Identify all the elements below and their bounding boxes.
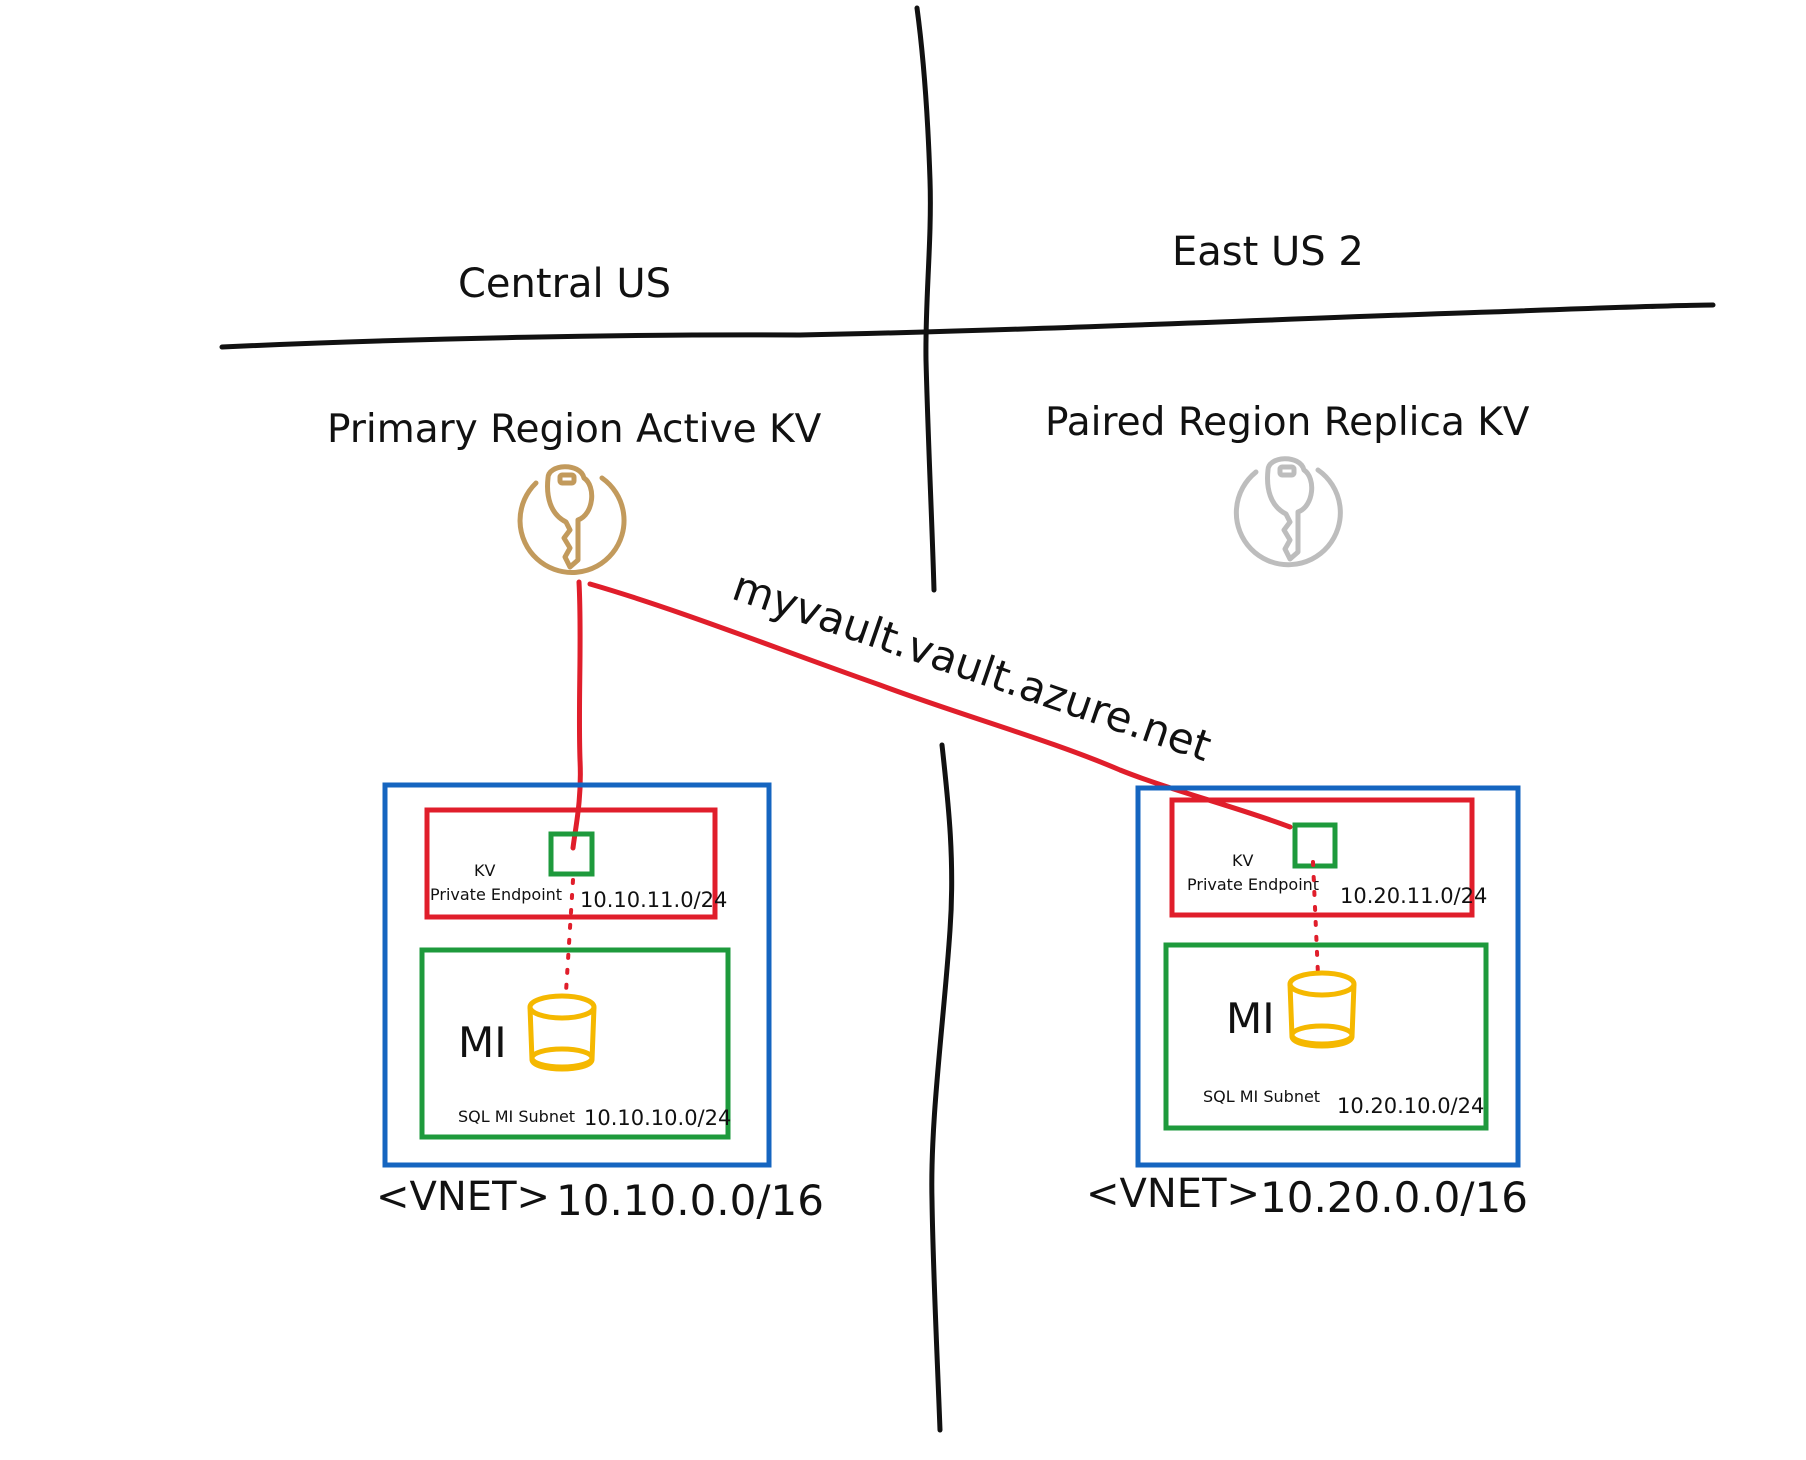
right-mi-subnet-box bbox=[1163, 942, 1489, 1131]
left-mi-subnet-label: SQL MI Subnet bbox=[458, 1107, 575, 1126]
right-pe-label-line1: KV bbox=[1232, 851, 1253, 870]
left-vnet-cidr: 10.10.0.0/16 bbox=[556, 1176, 824, 1225]
region-label-central-us: Central US bbox=[458, 261, 671, 307]
replica-key-vault-icon bbox=[1233, 456, 1343, 568]
primary-key-vault-icon bbox=[517, 464, 627, 575]
region-divider-vertical-top bbox=[914, 5, 937, 593]
left-dotted-link bbox=[564, 878, 575, 994]
region-label-east-us-2: East US 2 bbox=[1172, 229, 1364, 275]
right-mi-subnet-cidr: 10.20.10.0/24 bbox=[1337, 1094, 1484, 1118]
right-vnet-cidr: 10.20.0.0/16 bbox=[1260, 1173, 1528, 1222]
left-pe-label-line2: Private Endpoint bbox=[430, 885, 562, 904]
left-vnet: KV Private Endpoint 10.10.11.0/24 MI SQL… bbox=[382, 782, 772, 1168]
region-divider-horizontal bbox=[219, 302, 1716, 350]
dns-name-label: myvault.vault.azure.net bbox=[727, 561, 1218, 771]
left-mi-label: MI bbox=[458, 1018, 507, 1067]
right-mi-label: MI bbox=[1226, 994, 1275, 1043]
left-pe-subnet-box bbox=[424, 807, 718, 920]
left-vnet-label: <VNET> bbox=[376, 1174, 550, 1220]
left-mi-subnet-cidr: 10.10.10.0/24 bbox=[584, 1106, 731, 1130]
primary-kv-title: Primary Region Active KV bbox=[327, 407, 822, 452]
left-private-endpoint-icon bbox=[548, 831, 595, 877]
right-private-endpoint-icon bbox=[1292, 822, 1338, 869]
right-pe-subnet-cidr: 10.20.11.0/24 bbox=[1340, 884, 1487, 908]
left-vnet-box bbox=[382, 782, 772, 1168]
right-vnet-label: <VNET> bbox=[1086, 1171, 1260, 1217]
connection-line-left-endpoint bbox=[570, 579, 583, 851]
right-pe-label-line2: Private Endpoint bbox=[1187, 875, 1319, 894]
connection-line-right-endpoint bbox=[587, 581, 1293, 830]
right-mi-database-icon bbox=[1287, 970, 1357, 1049]
replica-kv-title: Paired Region Replica KV bbox=[1045, 400, 1530, 445]
left-pe-label-line1: KV bbox=[474, 861, 495, 880]
left-mi-database-icon bbox=[527, 993, 597, 1072]
right-mi-subnet-label: SQL MI Subnet bbox=[1203, 1087, 1320, 1106]
right-pe-subnet-box bbox=[1169, 797, 1475, 918]
right-vnet-box bbox=[1135, 785, 1521, 1168]
region-divider-vertical-bottom bbox=[929, 742, 955, 1433]
right-vnet: KV Private Endpoint 10.20.11.0/24 MI SQL… bbox=[1135, 785, 1521, 1168]
left-mi-subnet-box bbox=[419, 947, 731, 1140]
left-pe-subnet-cidr: 10.10.11.0/24 bbox=[580, 888, 727, 912]
right-dotted-link bbox=[1311, 860, 1320, 977]
